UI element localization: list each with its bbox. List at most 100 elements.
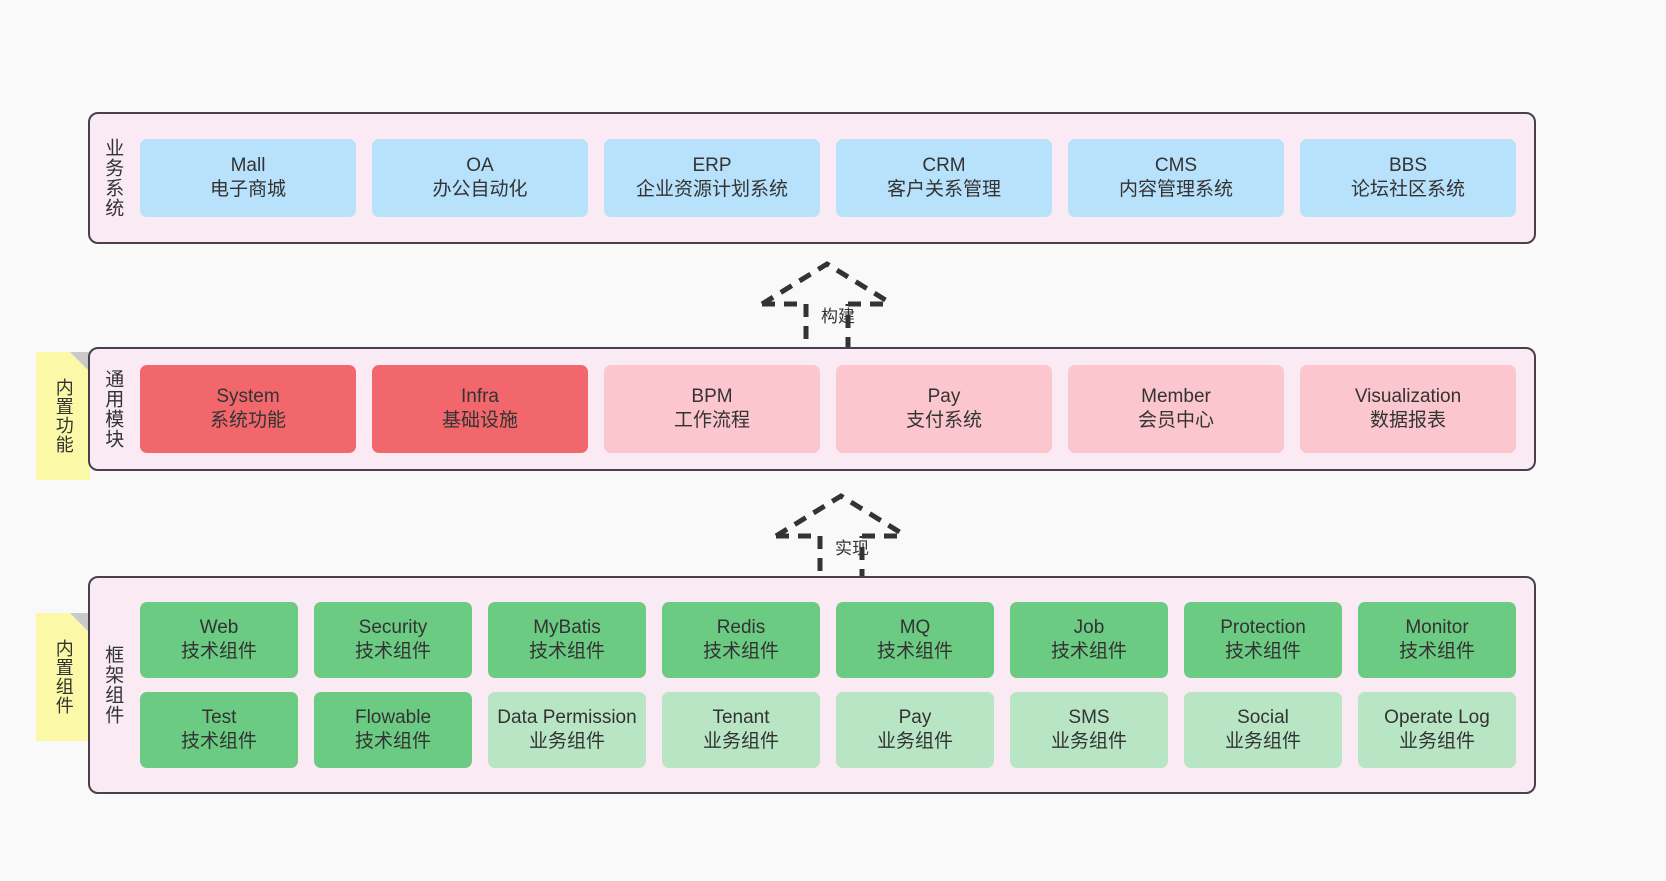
card-title: Test: [201, 706, 237, 728]
card-title: Social: [1237, 706, 1289, 728]
card-subtitle: 业务组件: [1398, 731, 1475, 752]
card-title: BBS: [1388, 154, 1428, 176]
card-title: ERP: [692, 154, 732, 176]
card-infra[interactable]: Infra 基础设施: [372, 365, 588, 453]
card-subtitle: 业务组件: [1224, 731, 1301, 752]
card-title: Infra: [460, 385, 500, 407]
card-title: OA: [466, 154, 494, 176]
card-pay-component[interactable]: Pay 业务组件: [836, 692, 994, 768]
layer-common-modules: 通用模块 System 系统功能 Infra 基础设施 BPM 工作流程 Pay…: [88, 347, 1536, 471]
card-subtitle: 技术组件: [354, 641, 431, 662]
connector-implement-label: 实现: [835, 539, 869, 558]
card-subtitle: 会员中心: [1137, 410, 1214, 431]
card-title: Monitor: [1405, 616, 1469, 638]
card-bbs[interactable]: BBS 论坛社区系统: [1300, 139, 1516, 217]
card-visualization[interactable]: Visualization 数据报表: [1300, 365, 1516, 453]
card-data-permission[interactable]: Data Permission 业务组件: [488, 692, 646, 768]
layer-framework-components: 框架组件 Web 技术组件 Security 技术组件 MyBatis 技术组件…: [88, 576, 1536, 794]
card-social[interactable]: Social 业务组件: [1184, 692, 1342, 768]
card-subtitle: 电子商城: [209, 179, 286, 200]
card-test[interactable]: Test 技术组件: [140, 692, 298, 768]
card-subtitle: 论坛社区系统: [1350, 179, 1465, 200]
sticky-note-label: 内置功能: [53, 378, 74, 454]
card-title: Tenant: [712, 706, 770, 728]
card-title: SMS: [1068, 706, 1110, 728]
card-row-modules: System 系统功能 Infra 基础设施 BPM 工作流程 Pay 支付系统…: [140, 365, 1516, 453]
card-protection[interactable]: Protection 技术组件: [1184, 602, 1342, 678]
card-subtitle: 技术组件: [1050, 641, 1127, 662]
card-subtitle: 工作流程: [673, 410, 750, 431]
card-row-business: Mall 电子商城 OA 办公自动化 ERP 企业资源计划系统 CRM 客户关系…: [140, 139, 1516, 217]
card-subtitle: 技术组件: [702, 641, 779, 662]
connector-build: 构建: [752, 258, 902, 354]
card-subtitle: 客户关系管理: [886, 179, 1001, 200]
card-member[interactable]: Member 会员中心: [1068, 365, 1284, 453]
card-title: Visualization: [1354, 385, 1462, 407]
layer-business-system: 业务系统 Mall 电子商城 OA 办公自动化 ERP 企业资源计划系统 CRM…: [88, 112, 1536, 244]
card-monitor[interactable]: Monitor 技术组件: [1358, 602, 1516, 678]
card-title: Data Permission: [497, 706, 637, 728]
card-title: Pay: [927, 385, 961, 407]
card-subtitle: 内容管理系统: [1118, 179, 1233, 200]
card-subtitle: 技术组件: [180, 641, 257, 662]
card-subtitle: 企业资源计划系统: [635, 179, 788, 200]
card-tenant[interactable]: Tenant 业务组件: [662, 692, 820, 768]
sticky-note-built-in-functions: 内置功能: [36, 352, 90, 480]
card-title: Job: [1073, 616, 1105, 638]
card-system[interactable]: System 系统功能: [140, 365, 356, 453]
card-bpm[interactable]: BPM 工作流程: [604, 365, 820, 453]
card-erp[interactable]: ERP 企业资源计划系统: [604, 139, 820, 217]
card-subtitle: 支付系统: [905, 410, 982, 431]
card-title: Web: [199, 616, 239, 638]
card-sms[interactable]: SMS 业务组件: [1010, 692, 1168, 768]
connector-implement: 实现: [766, 490, 916, 586]
card-subtitle: 业务组件: [876, 731, 953, 752]
card-operate-log[interactable]: Operate Log 业务组件: [1358, 692, 1516, 768]
card-subtitle: 业务组件: [702, 731, 779, 752]
card-subtitle: 技术组件: [528, 641, 605, 662]
card-oa[interactable]: OA 办公自动化: [372, 139, 588, 217]
layer-body-common-modules: System 系统功能 Infra 基础设施 BPM 工作流程 Pay 支付系统…: [134, 349, 1534, 469]
layer-label-business-system: 业务系统: [102, 138, 124, 218]
card-title: Mall: [230, 154, 266, 176]
card-crm[interactable]: CRM 客户关系管理: [836, 139, 1052, 217]
card-mall[interactable]: Mall 电子商城: [140, 139, 356, 217]
card-subtitle: 技术组件: [876, 641, 953, 662]
card-web[interactable]: Web 技术组件: [140, 602, 298, 678]
card-cms[interactable]: CMS 内容管理系统: [1068, 139, 1284, 217]
layer-body-business-system: Mall 电子商城 OA 办公自动化 ERP 企业资源计划系统 CRM 客户关系…: [134, 114, 1534, 242]
card-title: Redis: [716, 616, 766, 638]
card-subtitle: 数据报表: [1369, 410, 1446, 431]
card-title: BPM: [691, 385, 733, 407]
card-mq[interactable]: MQ 技术组件: [836, 602, 994, 678]
card-title: CRM: [922, 154, 966, 176]
card-pay-module[interactable]: Pay 支付系统: [836, 365, 1052, 453]
card-row-framework-tech: Web 技术组件 Security 技术组件 MyBatis 技术组件 Redi…: [140, 602, 1516, 678]
card-title: System: [216, 385, 280, 407]
card-title: Security: [358, 616, 428, 638]
card-title: Operate Log: [1384, 706, 1490, 728]
card-subtitle: 技术组件: [1398, 641, 1475, 662]
layer-label-framework-components: 框架组件: [102, 645, 124, 725]
connector-build-label: 构建: [821, 307, 855, 326]
card-subtitle: 技术组件: [180, 731, 257, 752]
card-flowable[interactable]: Flowable 技术组件: [314, 692, 472, 768]
card-subtitle: 业务组件: [1050, 731, 1127, 752]
card-subtitle: 办公自动化: [432, 179, 528, 200]
card-row-framework-business: Test 技术组件 Flowable 技术组件 Data Permission …: [140, 692, 1516, 768]
card-job[interactable]: Job 技术组件: [1010, 602, 1168, 678]
card-title: MyBatis: [533, 616, 601, 638]
layer-body-framework-components: Web 技术组件 Security 技术组件 MyBatis 技术组件 Redi…: [134, 578, 1534, 792]
card-mybatis[interactable]: MyBatis 技术组件: [488, 602, 646, 678]
card-redis[interactable]: Redis 技术组件: [662, 602, 820, 678]
card-title: Protection: [1220, 616, 1306, 638]
card-subtitle: 技术组件: [354, 731, 431, 752]
card-title: Flowable: [354, 706, 432, 728]
card-security[interactable]: Security 技术组件: [314, 602, 472, 678]
sticky-note-label: 内置组件: [53, 639, 74, 715]
sticky-note-built-in-components: 内置组件: [36, 613, 90, 741]
layer-label-common-modules: 通用模块: [102, 369, 124, 449]
card-title: CMS: [1154, 154, 1198, 176]
card-subtitle: 系统功能: [209, 410, 286, 431]
